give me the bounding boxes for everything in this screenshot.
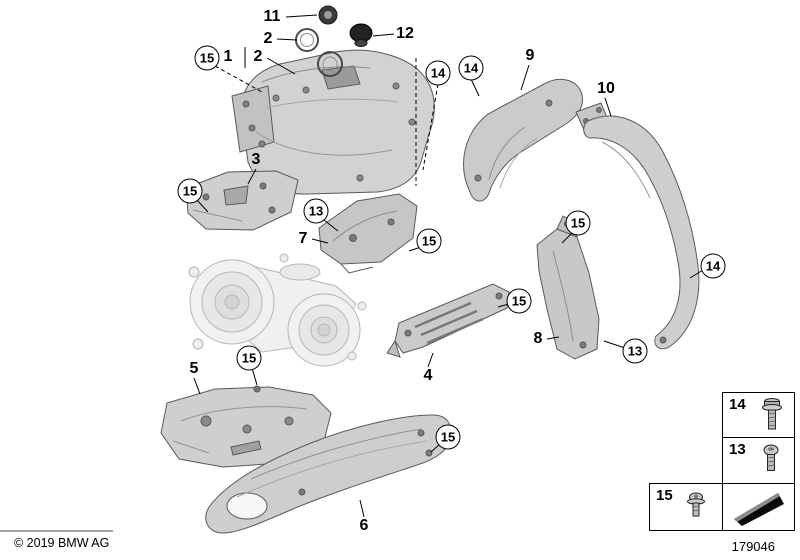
callout-fastener-15-d[interactable]: 15 (565, 210, 591, 236)
callout-part-5[interactable]: 5 (189, 360, 199, 377)
part-11-grommet (318, 5, 338, 25)
diagram-number: 179046 (731, 539, 775, 554)
legend-label-14: 14 (729, 396, 746, 413)
legend-label-15: 15 (656, 487, 673, 504)
callout-fastener-14-b[interactable]: 14 (458, 55, 484, 81)
callout-fastener-15-e[interactable]: 15 (506, 288, 532, 314)
part-12-cap (349, 23, 373, 47)
callout-part-2-lower[interactable]: 2 (253, 48, 263, 65)
part-1-2-manifold-heat-shield (231, 49, 435, 195)
callout-fastener-14-c[interactable]: 14 (700, 253, 726, 279)
callout-part-6[interactable]: 6 (359, 517, 369, 534)
callout-fastener-15-g[interactable]: 15 (435, 424, 461, 450)
part-7-heat-shield (318, 193, 418, 274)
flange-bolt-icon (762, 398, 782, 430)
callout-part-11[interactable]: 11 (263, 8, 281, 25)
callout-fastener-13-b[interactable]: 13 (622, 338, 648, 364)
part-3-heat-shield (185, 170, 299, 231)
turbocharger-assembly (188, 253, 367, 367)
wedge-icon (734, 493, 784, 526)
legend-item-14[interactable]: 14 (722, 392, 795, 438)
part-6-heat-shield (205, 414, 452, 534)
callout-part-10[interactable]: 10 (597, 80, 615, 97)
callout-part-3[interactable]: 3 (251, 151, 261, 168)
callout-part-2-upper[interactable]: 2 (263, 30, 273, 47)
callout-fastener-13-a[interactable]: 13 (303, 198, 329, 224)
callout-fastener-14-a[interactable]: 14 (425, 60, 451, 86)
legend-label-13: 13 (729, 441, 746, 458)
callout-part-7[interactable]: 7 (298, 230, 308, 247)
callout-fastener-15-c[interactable]: 15 (416, 228, 442, 254)
legend-item-13[interactable]: 13 (722, 437, 795, 484)
callout-fastener-15-a[interactable]: 15 (194, 45, 220, 71)
callout-part-1[interactable]: 1 (223, 48, 233, 65)
callout-part-8[interactable]: 8 (533, 330, 543, 347)
flange-screw-icon (687, 492, 705, 517)
callout-part-4[interactable]: 4 (423, 367, 433, 384)
part-9-heat-shield (463, 78, 584, 202)
callout-part-9[interactable]: 9 (525, 47, 535, 64)
part-10-heat-shield (575, 102, 700, 350)
callout-fastener-15-b[interactable]: 15 (177, 178, 203, 204)
legend-item-15[interactable]: 15 (649, 483, 723, 531)
legend-view-direction (722, 483, 795, 531)
copyright-text: © 2019 BMW AG (14, 536, 110, 550)
part-5-heat-shield (160, 385, 332, 468)
callout-fastener-15-f[interactable]: 15 (236, 345, 262, 371)
callout-part-12[interactable]: 12 (396, 25, 414, 42)
pan-head-screw-icon (763, 444, 779, 471)
part-4-heat-shield (386, 283, 510, 358)
